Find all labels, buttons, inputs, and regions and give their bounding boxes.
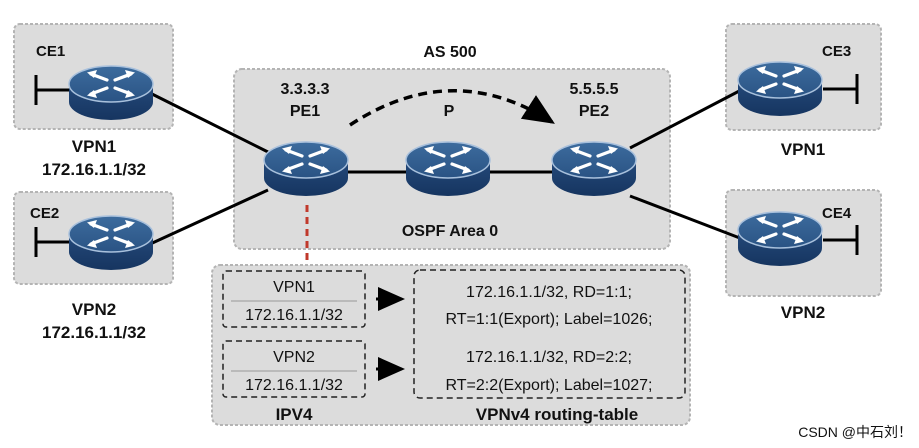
as-label: AS 500 (423, 44, 476, 61)
left-top-vpn-label: VPN1 (72, 137, 116, 156)
left-bottom-vpn-label: VPN2 (72, 300, 116, 319)
pe1-label: PE1 (290, 103, 320, 120)
vpnv4-table-box (413, 269, 686, 399)
ce2-router-icon[interactable] (67, 214, 155, 272)
pe1-to-pe2-curved-arrow (349, 89, 555, 127)
vpnv4-entry-1-line2: RT=1:1(Export); Label=1026; (446, 311, 653, 328)
p-label: P (444, 103, 455, 120)
ipv4-entry-1-box (222, 270, 366, 328)
right-bottom-vpn-label: VPN2 (781, 303, 825, 322)
ce1-label: CE1 (36, 43, 65, 60)
ce1-router-icon[interactable] (67, 64, 155, 122)
ipv4-entry-2-vpn: VPN2 (273, 349, 315, 366)
ipv4-entry-1-prefix: 172.16.1.1/32 (245, 307, 343, 324)
watermark: CSDN @中石刘！ (798, 424, 912, 440)
ce4-router-icon[interactable] (736, 210, 824, 268)
right-top-vpn-label: VPN1 (781, 140, 825, 159)
ce2-label: CE2 (30, 205, 59, 222)
ce3-router-icon[interactable] (736, 60, 824, 118)
link-ce1-pe1 (147, 90, 269, 154)
pe1-router-icon[interactable] (262, 140, 350, 198)
left-top-prefix-label: 172.16.1.1/32 (42, 160, 146, 179)
links (147, 86, 746, 247)
link-pe2-ce4 (629, 194, 746, 242)
ipv4-entry-2-box (222, 340, 366, 398)
vpnv4-table-label: VPNv4 routing-table (476, 405, 638, 424)
vpnv4-entry-2-line2: RT=2:2(Export); Label=1027; (446, 377, 653, 394)
pe1-ip-label: 3.3.3.3 (281, 81, 330, 98)
ce4-label: CE4 (822, 205, 852, 222)
ce3-label: CE3 (822, 43, 851, 60)
link-ce2-pe1 (147, 188, 269, 247)
ipv4-entry-1-vpn: VPN1 (273, 279, 315, 296)
ospf-label: OSPF Area 0 (402, 223, 498, 240)
pe2-ip-label: 5.5.5.5 (570, 81, 619, 98)
vpnv4-entry-2-line1: 172.16.1.1/32, RD=2:2; (466, 349, 632, 366)
pe2-label: PE2 (579, 103, 609, 120)
routing-table-region (211, 264, 691, 426)
p-router-icon[interactable] (404, 140, 492, 198)
pe2-router-icon[interactable] (550, 140, 638, 198)
port-stubs (34, 74, 859, 257)
left-bottom-prefix-label: 172.16.1.1/32 (42, 323, 146, 342)
ipv4-entry-2-prefix: 172.16.1.1/32 (245, 377, 343, 394)
vpnv4-entry-1-line1: 172.16.1.1/32, RD=1:1; (466, 284, 632, 301)
link-pe2-ce3 (629, 86, 746, 150)
ipv4-table-label: IPV4 (276, 405, 313, 424)
